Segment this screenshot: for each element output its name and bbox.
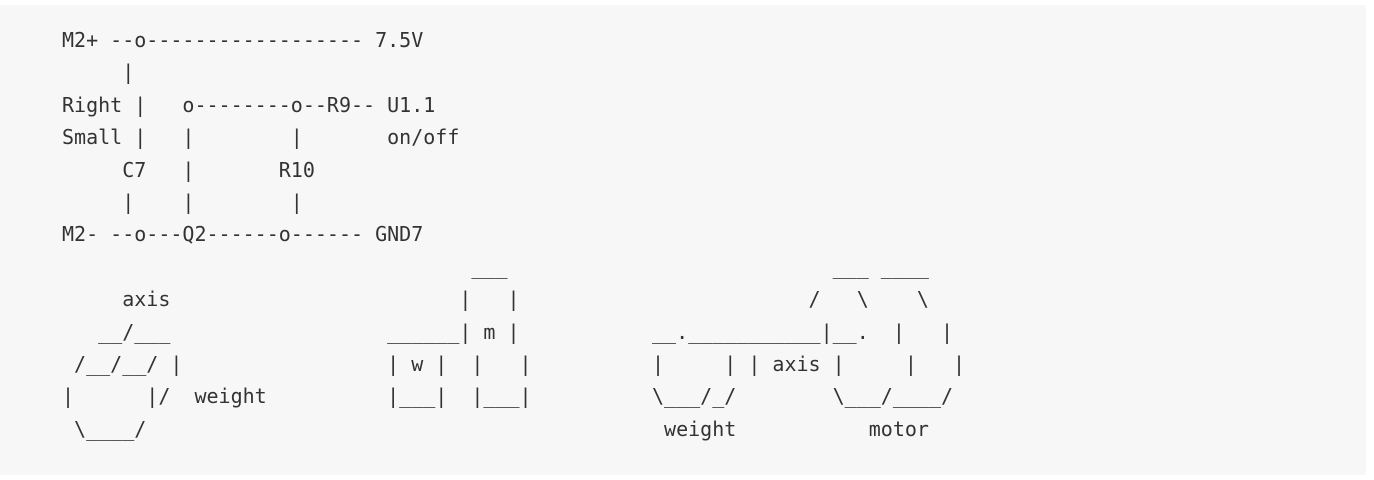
diagram-line: M2+ --o------------------ 7.5V	[62, 28, 424, 52]
code-block: M2+ --o------------------ 7.5V | Right | …	[0, 5, 1366, 475]
ascii-diagram: M2+ --o------------------ 7.5V | Right | …	[62, 24, 1366, 445]
diagram-line: |	[62, 60, 135, 85]
diagram-line: C7 | R10	[62, 157, 315, 182]
diagram-line: ___ ___ ____	[62, 254, 929, 279]
diagram-line: | |/ weight |___| |___| \___/_/ \___/___…	[62, 384, 954, 409]
diagram-line: | | |	[62, 189, 303, 214]
diagram-line: Small | | | on/off	[62, 125, 460, 150]
diagram-line: Right | o--------o--R9-- U1.1	[62, 92, 436, 117]
diagram-line: M2- --o---Q2------o------ GND7	[62, 222, 424, 247]
diagram-line: \____/ weight motor	[62, 416, 929, 441]
diagram-line: /__/__/ | | w | | | | | | axis | | |	[62, 351, 966, 376]
diagram-line: axis | | / \ \	[62, 287, 929, 312]
diagram-line: __/___ ______| m | __.___________|__. | …	[62, 319, 954, 344]
